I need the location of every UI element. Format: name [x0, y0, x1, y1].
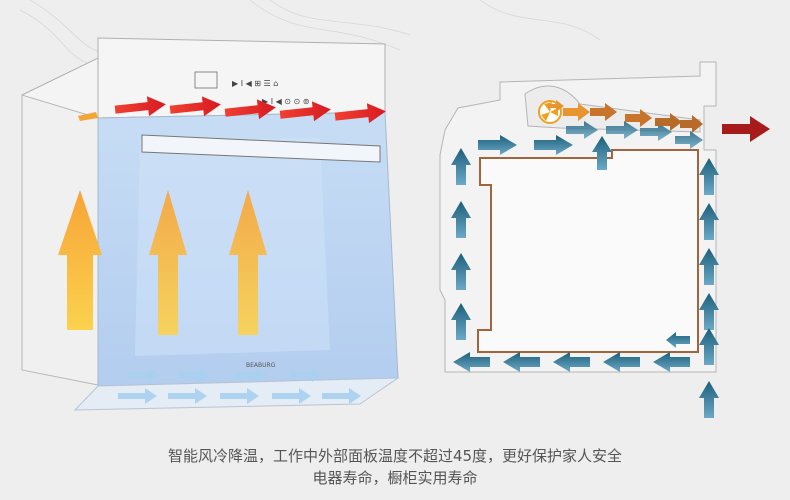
rising-arrow-middle: [149, 190, 187, 335]
warm-rising-arrows: [58, 190, 267, 335]
rising-arrow-right: [229, 190, 267, 335]
intake-arrow: [699, 381, 719, 418]
rising-arrow-left: [58, 190, 102, 330]
heating-element: [141, 134, 381, 163]
fan-blades: [541, 102, 558, 121]
panel-controls-row-2: ▶ I ◀ ⊙ ⊙ ⊚: [262, 97, 310, 106]
cool-intake-arrows: [118, 368, 361, 404]
caption-line-1: 智能风冷降温，工作中外部面板温度不超过45度，更好保护家人安全: [167, 447, 623, 465]
caption-line-2: 电器寿命，橱柜实用寿命: [312, 469, 478, 487]
warm-exhaust-arrows: [548, 100, 703, 133]
brand-label: BEABURG: [246, 362, 276, 369]
cooling-airflow-arrows: [451, 121, 719, 418]
exhaust-out-arrow: [722, 116, 770, 142]
panel-controls-row-1: ▶ I ◀ ⊞ ☰ ⌂: [232, 79, 278, 88]
inner-chamber: [477, 149, 699, 353]
display-window: [194, 71, 218, 89]
hot-air-arrows: [78, 96, 386, 124]
